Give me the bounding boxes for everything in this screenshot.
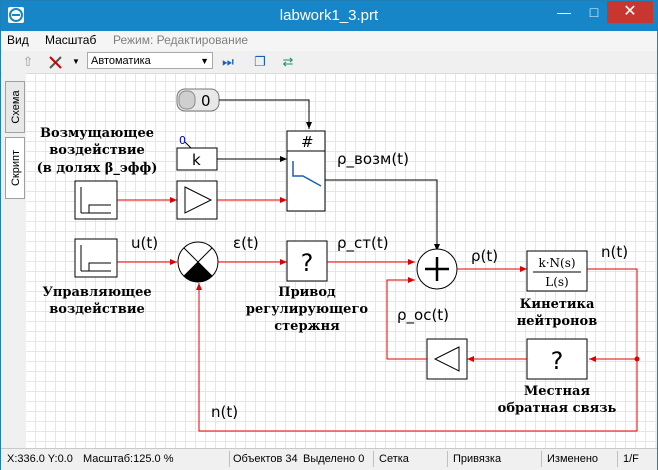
control-label: Управляющее воздействие: [42, 285, 151, 317]
tools-icon[interactable]: [47, 53, 65, 71]
status-grid[interactable]: Сетка: [379, 453, 409, 465]
minimize-button[interactable]: —: [557, 4, 571, 20]
svg-text:обратная связь: обратная связь: [498, 401, 617, 416]
local-feedback-block[interactable]: ?: [526, 338, 588, 380]
signal-rho: ρ(t): [471, 247, 498, 265]
tab-script-label: Скрипт: [10, 150, 22, 187]
signal-n-feedback: n(t): [211, 403, 238, 421]
close-button[interactable]: ✕: [607, 1, 653, 23]
svg-text:Кинетика: Кинетика: [520, 297, 595, 312]
status-bar: X:336.0 Y:0.0 Масштаб:125.0 % Объектов 3…: [1, 448, 657, 470]
mode-indicator: Режим: Редактирование: [113, 33, 249, 47]
svg-text:Управляющее: Управляющее: [42, 285, 151, 300]
actuator-symbol: ?: [301, 249, 314, 277]
svg-text:регулирующего: регулирующего: [246, 302, 369, 317]
side-tabs: Схема Скрипт: [2, 73, 26, 447]
menu-scale[interactable]: Масштаб: [45, 33, 97, 47]
tab-script[interactable]: Скрипт: [5, 137, 25, 199]
status-scale: Масштаб:125.0 %: [83, 453, 174, 465]
toolbar: ⇧ ▼ Автоматика ▼ ⏭ ❐ ⇄: [1, 51, 657, 74]
svg-text:Местная: Местная: [524, 384, 591, 399]
signal-u: u(t): [131, 234, 158, 252]
switch-block[interactable]: 0: [176, 88, 220, 112]
chevron-down-icon[interactable]: ▼: [72, 57, 80, 66]
diagram-canvas[interactable]: 0 Возмущающее воздействие (в долях β_эфф…: [26, 74, 655, 448]
svg-text:воздействие: воздействие: [49, 143, 145, 158]
signal-eps: ε(t): [233, 234, 259, 252]
menu-view[interactable]: Вид: [7, 33, 29, 47]
app-icon: [8, 7, 24, 23]
wire-switch-to-lookup: [219, 99, 312, 129]
gain-k-small: 0: [179, 134, 186, 147]
inverter-block[interactable]: [426, 338, 468, 380]
svg-text:Привод: Привод: [278, 285, 336, 300]
feedback-label: Местная обратная связь: [498, 384, 617, 416]
actuator-block[interactable]: ?: [286, 240, 328, 282]
gain-k-block[interactable]: 0 k: [176, 134, 218, 171]
amplifier-block[interactable]: [176, 180, 218, 220]
refresh-icon[interactable]: ⇄: [282, 54, 294, 69]
control-step-source[interactable]: [74, 238, 118, 278]
local-feedback-symbol: ?: [551, 347, 564, 375]
tab-scheme[interactable]: Схема: [5, 81, 25, 133]
step-icon[interactable]: ⏭: [222, 54, 234, 69]
lookup-block[interactable]: #: [286, 130, 326, 212]
tab-scheme-label: Схема: [10, 90, 22, 124]
kinetics-label: Кинетика нейтронов: [517, 297, 597, 329]
kinetics-numerator: k·N(s): [538, 256, 575, 270]
svg-text:нейтронов: нейтронов: [517, 314, 597, 329]
maximize-button[interactable]: □: [589, 4, 599, 20]
title-bar: labwork1_3.prt — □ ✕: [1, 1, 657, 31]
mode-select-value: Автоматика: [91, 55, 151, 67]
status-changed: Изменено: [547, 453, 599, 465]
disturbance-label: Возмущающее воздействие (в долях β_эфф): [37, 126, 158, 176]
signal-rho-oc: ρ_ос(t): [397, 306, 449, 325]
pages-icon[interactable]: ❐: [254, 54, 266, 69]
svg-text:(в долях β_эфф): (в долях β_эфф): [37, 161, 158, 176]
signal-rho-vozm: ρ_возм(t): [337, 150, 409, 169]
menu-bar: Вид Масштаб Режим: Редактирование: [1, 31, 657, 51]
switch-value: 0: [201, 92, 211, 110]
mode-select[interactable]: Автоматика ▼: [87, 52, 213, 69]
status-snap[interactable]: Привязка: [453, 453, 502, 465]
window-title: labwork1_3.prt: [279, 7, 379, 24]
gain-k-label: k: [192, 151, 201, 169]
svg-text:Возмущающее: Возмущающее: [40, 126, 154, 141]
kinetics-denominator: L(s): [545, 275, 569, 289]
status-page: 1/F: [623, 453, 639, 465]
actuator-label: Привод регулирующего стержня: [246, 285, 369, 334]
wire-lookup-to-sum: [325, 179, 440, 251]
kinetics-block[interactable]: k·N(s) L(s): [526, 250, 588, 292]
comparator-block[interactable]: [177, 241, 219, 283]
lookup-header: #: [301, 133, 314, 151]
svg-text:воздействие: воздействие: [49, 302, 145, 317]
chevron-down-icon: ▼: [200, 56, 209, 66]
wire-inverter-to-sum: [386, 277, 427, 360]
status-coords: X:336.0 Y:0.0: [7, 453, 73, 465]
up-arrow-icon[interactable]: ⇧: [22, 54, 34, 69]
status-objects: Объектов 34: [233, 453, 298, 465]
wire-n-feedback-to-comparator: [196, 268, 638, 432]
sum-block[interactable]: [416, 248, 458, 290]
signal-rho-st: ρ_ст(t): [337, 234, 389, 253]
svg-text:стержня: стержня: [274, 319, 340, 334]
status-selected: Выделено 0: [303, 453, 365, 465]
signal-n-out: n(t): [601, 243, 628, 261]
disturbance-step-source[interactable]: [74, 180, 118, 220]
block-diagram: 0 Возмущающее воздействие (в долях β_эфф…: [37, 88, 640, 432]
